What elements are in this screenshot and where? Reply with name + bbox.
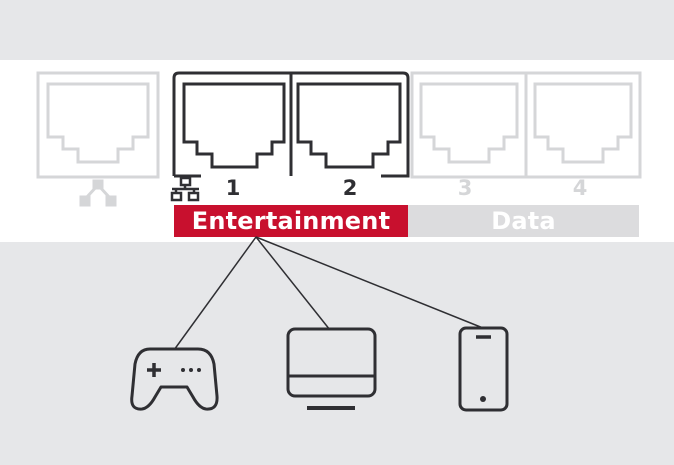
monitor-icon [286,327,377,410]
data-label: Data [491,207,556,235]
port-number-2: 2 [342,176,358,200]
port-1 [182,82,286,169]
port-number-4: 4 [572,176,588,200]
data-bar [408,205,639,237]
wan-icon [79,179,117,207]
port-number-1: 1 [225,176,241,200]
port-2 [296,82,402,169]
smartphone-icon [458,326,509,412]
port-number-3: 3 [457,176,473,200]
lan-frame-active [172,71,410,178]
wan-port [36,71,160,179]
entertainment-label: Entertainment [191,207,391,235]
lan-frame-inactive [410,71,642,179]
entertainment-bar [174,205,408,237]
connection-lines [173,236,484,351]
gamepad-icon [130,347,219,411]
lan-icon [170,176,200,202]
